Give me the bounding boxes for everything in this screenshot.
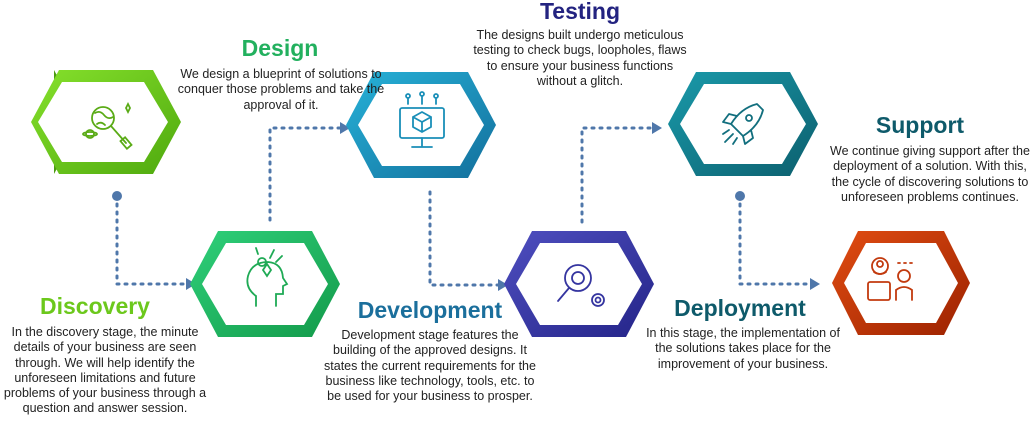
stage-description-deployment: In this stage, the implementation of the… xyxy=(646,326,840,371)
stage-title-design: Design xyxy=(241,35,319,61)
connector-design-development xyxy=(268,126,342,222)
stage-title-deployment: Deployment xyxy=(674,295,806,321)
stage-description-support: We continue giving support after the dep… xyxy=(830,144,1030,204)
connector-discovery-design xyxy=(115,194,188,286)
rocket-icon xyxy=(722,103,764,145)
stage-description-development: Development stage features the building … xyxy=(324,328,536,404)
connector-development-testing xyxy=(428,190,500,287)
connectors xyxy=(115,126,812,287)
hexagon-support xyxy=(832,231,970,335)
stage-title-development: Development xyxy=(357,297,503,323)
stage-description-design: We design a blueprint of solutions to co… xyxy=(177,67,385,112)
hexagon-design xyxy=(190,231,340,337)
monitor-cube-icon xyxy=(399,91,445,148)
magnifier-globe-icon xyxy=(82,101,133,151)
hexagon-development xyxy=(346,72,496,178)
hexagon-deployment xyxy=(668,72,818,176)
connector-testing-deployment xyxy=(580,126,654,224)
support-agent-icon xyxy=(867,257,913,301)
stage-description-discovery: In the discovery stage, the minute detai… xyxy=(3,325,207,416)
connector-dot xyxy=(735,191,745,201)
magnifier-gear-icon xyxy=(557,264,605,307)
connector-dot xyxy=(112,191,122,201)
connector-deployment-support xyxy=(738,194,812,286)
stage-description-testing: The designs built undergo meticulous tes… xyxy=(473,28,687,88)
connector-arrow xyxy=(810,278,820,290)
head-ideas-icon xyxy=(246,247,289,307)
hexagon-discovery xyxy=(31,70,181,174)
stage-title-discovery: Discovery xyxy=(40,293,150,319)
stage-title-support: Support xyxy=(875,112,965,138)
connector-arrow xyxy=(340,122,350,134)
connector-arrow xyxy=(652,122,662,134)
stage-title-testing: Testing xyxy=(539,0,621,24)
connector-arrow xyxy=(498,279,508,291)
